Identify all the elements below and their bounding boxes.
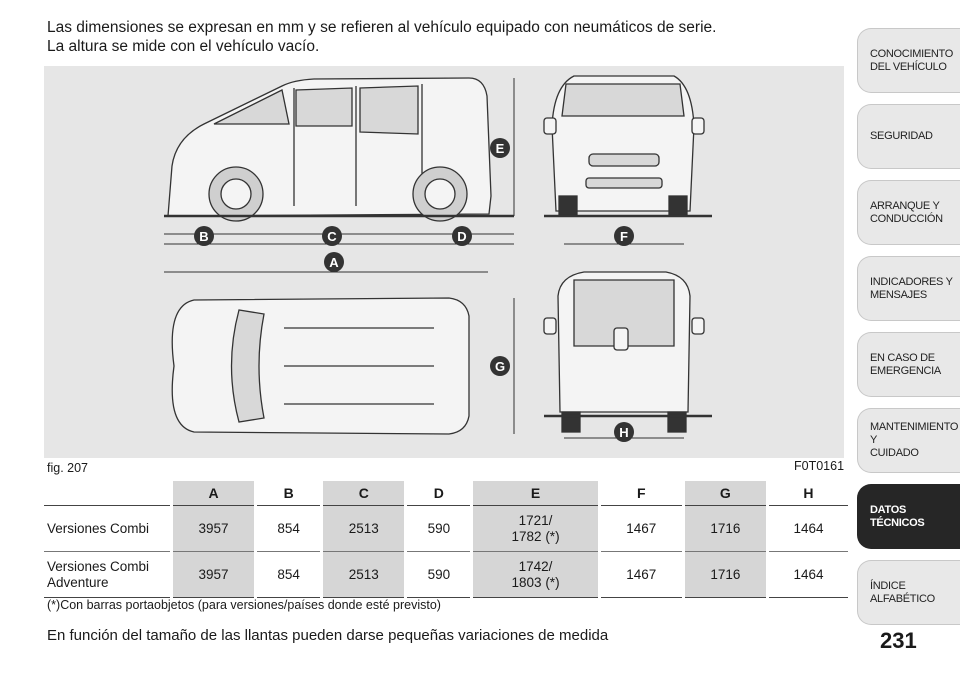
marker-h: H: [619, 425, 628, 440]
marker-b: B: [199, 229, 208, 244]
header-cell: H: [765, 481, 848, 506]
tab-label: INDICADORES Y MENSAJES: [870, 275, 953, 301]
table-cell: 2513: [320, 505, 406, 552]
table-cell: 1742/ 1803 (*): [470, 551, 600, 598]
table-cell: 1721/ 1782 (*): [470, 505, 600, 552]
header-cell: A: [169, 481, 256, 506]
table-cell: 1716: [681, 505, 768, 552]
tab-label: ARRANQUE Y CONDUCCIÓN: [870, 199, 943, 225]
table-footnote: (*)Con barras portaobjetos (para version…: [47, 598, 441, 612]
marker-f: F: [620, 229, 628, 244]
tab-conocimiento[interactable]: CONOCIMIENTO DEL VEHÍCULO: [857, 28, 960, 93]
tab-mantenimiento[interactable]: MANTENIMIENTO Y CUIDADO: [857, 408, 960, 473]
table-cell: 2513: [320, 551, 406, 598]
figure-label: fig. 207: [47, 461, 89, 475]
tab-indice[interactable]: ÍNDICE ALFABÉTICO: [857, 560, 960, 625]
tab-datos-tecnicos[interactable]: DATOS TÉCNICOS: [857, 484, 960, 549]
marker-g: G: [495, 359, 505, 374]
table-cell: 1716: [681, 551, 768, 598]
tab-emergencia[interactable]: EN CASO DE EMERGENCIA: [857, 332, 960, 397]
figure-code: F0T0161: [794, 459, 845, 473]
table-cell: 1464: [765, 505, 848, 552]
marker-e: E: [496, 141, 505, 156]
tab-label: SEGURIDAD: [870, 130, 933, 142]
table-header-row: A B C D E F G H: [44, 481, 848, 506]
header-cell: E: [470, 481, 600, 506]
table-cell: 854: [254, 551, 322, 598]
marker-d: D: [457, 229, 466, 244]
table-cell: 1464: [765, 551, 848, 598]
header-cell: D: [404, 481, 472, 506]
header-cell: G: [681, 481, 768, 506]
tab-label: DATOS TÉCNICOS: [870, 503, 925, 529]
row-label: Versiones Combi: [44, 505, 172, 552]
table-cell: 590: [404, 551, 472, 598]
tab-label: EN CASO DE EMERGENCIA: [870, 351, 941, 377]
chapter-tabs: CONOCIMIENTO DEL VEHÍCULO SEGURIDAD ARRA…: [857, 28, 960, 636]
intro-line-1: Las dimensiones se expresan en mm y se r…: [47, 19, 717, 36]
header-empty: [44, 481, 172, 506]
dimension-markers: B C D A E F G H: [194, 138, 634, 442]
header-cell: F: [597, 481, 684, 506]
table-cell: 1467: [597, 551, 684, 598]
table-row: Versiones Combi 3957 854 2513 590 1721/ …: [44, 505, 848, 552]
tab-label: CONOCIMIENTO DEL VEHÍCULO: [870, 47, 953, 73]
tab-arranque[interactable]: ARRANQUE Y CONDUCCIÓN: [857, 180, 960, 245]
marker-c: C: [327, 229, 337, 244]
vehicle-drawings: B C D A E F G H: [164, 75, 712, 442]
header-cell: C: [320, 481, 406, 506]
marker-a: A: [329, 255, 339, 270]
table-row: Versiones Combi Adventure 3957 854 2513 …: [44, 551, 848, 598]
row-label: Versiones Combi Adventure: [44, 551, 172, 598]
dimensions-table: A B C D E F G H Versiones Combi 3957 854…: [44, 481, 848, 598]
bottom-note: En función del tamaño de las llantas pue…: [47, 627, 609, 644]
page-number: 231: [880, 628, 917, 653]
table-cell: 590: [404, 505, 472, 552]
intro-line-2: La altura se mide con el vehículo vacío.: [47, 38, 320, 55]
table-cell: 1467: [597, 505, 684, 552]
table-cell: 3957: [169, 505, 256, 552]
intro-text: Las dimensiones se expresan en mm y se r…: [47, 18, 716, 56]
table-cell: 3957: [169, 551, 256, 598]
tab-label: ÍNDICE ALFABÉTICO: [870, 579, 935, 605]
tab-indicadores[interactable]: INDICADORES Y MENSAJES: [857, 256, 960, 321]
header-cell: B: [254, 481, 322, 506]
tab-seguridad[interactable]: SEGURIDAD: [857, 104, 960, 169]
tab-label: MANTENIMIENTO Y CUIDADO: [870, 421, 959, 459]
vehicle-dimensions-figure: B C D A E F G H: [44, 66, 844, 458]
table-cell: 854: [254, 505, 322, 552]
